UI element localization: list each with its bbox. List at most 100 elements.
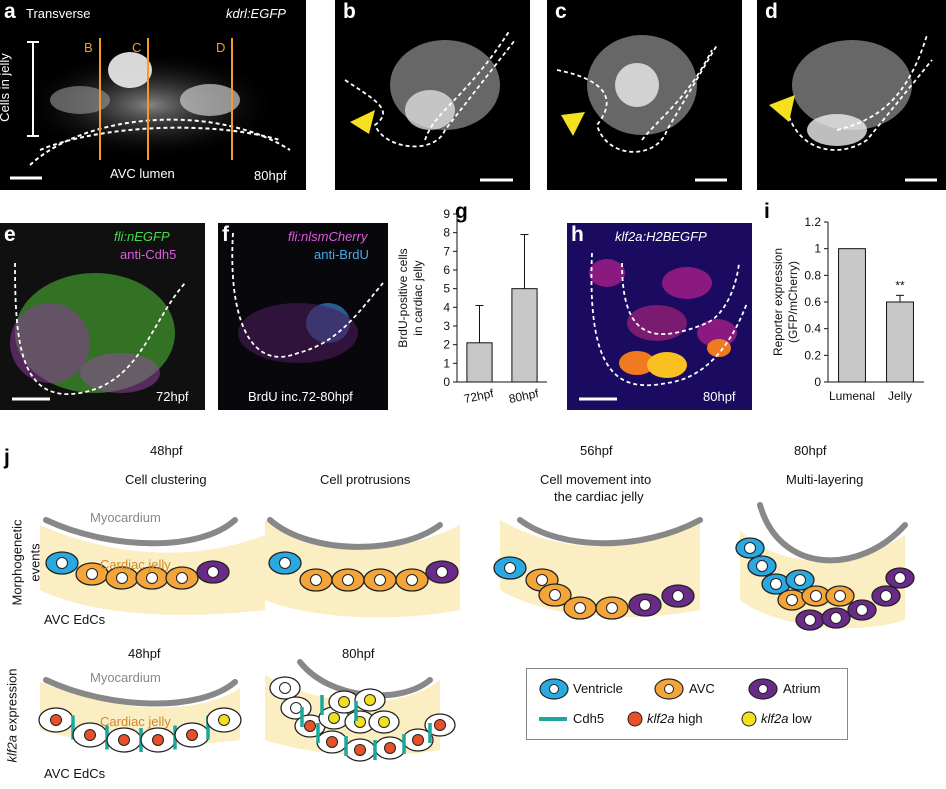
ventricle-cell-nucleus [504, 562, 516, 574]
ventricle-cell-nucleus [794, 574, 806, 586]
panel-i-letter: i [764, 200, 770, 223]
atrium-cell [196, 560, 230, 584]
atrium-cell-nucleus [207, 566, 219, 578]
x-tick-label: 80hpf [508, 386, 541, 406]
y-tick-label: 8 [443, 226, 450, 240]
avc-cell [595, 596, 629, 620]
legend-klf2a-low: klf2a low [761, 711, 812, 726]
avc-cell [538, 583, 572, 607]
atrium-cell-nucleus [804, 614, 816, 626]
x-tick-label: 72hpf [463, 386, 496, 406]
panel-f-caption: BrdU inc.72-80hpf [248, 389, 353, 404]
klf2a-cell [316, 730, 348, 754]
klf2a-cell [344, 738, 376, 762]
klf2a-cell-nucleus [279, 682, 291, 694]
y-tick-label: 1 [814, 242, 821, 256]
panel-f-overlay [231, 232, 384, 363]
avc-cell [135, 566, 169, 590]
panel-h-image: h klf2a:H2BEGFP 80hpf [567, 223, 752, 410]
atrium-cell-nucleus [856, 604, 868, 616]
atrium-cell [628, 593, 662, 617]
klf2a-cell-nucleus [118, 734, 130, 746]
avc-cell [563, 596, 597, 620]
panel-e-overlay [10, 262, 186, 401]
panel-e-line2: anti-Cdh5 [120, 247, 177, 262]
avc-cell [331, 568, 365, 592]
klf2a-cell-nucleus [364, 694, 376, 706]
y-tick-label: 0.4 [804, 322, 821, 336]
avc-cell-nucleus [176, 572, 188, 584]
atrium-cell-nucleus [639, 599, 651, 611]
panel-c-overlay [556, 35, 727, 182]
panel-b-image: b [335, 0, 530, 190]
avc-cell-nucleus [342, 574, 354, 586]
significance-annotation: ** [895, 278, 905, 292]
ventricle-cell-nucleus [279, 557, 291, 569]
bar-Jelly [886, 301, 914, 383]
panel-e-line1: fli:nEGFP [114, 229, 170, 244]
atrium-cell [871, 585, 901, 607]
y-axis-label: Reporter expression [771, 248, 785, 356]
panel-c-letter: c [555, 0, 567, 23]
legend-cdh5: Cdh5 [573, 711, 605, 726]
cut-label-b: B [84, 40, 93, 55]
ventricle-cell [268, 551, 302, 575]
stage-80hpf-top: 80hpf [794, 443, 827, 458]
avc-cell [299, 568, 333, 592]
klf2a-cell [174, 722, 210, 748]
avc-cell-nucleus [406, 574, 418, 586]
panel-h-overlay [579, 252, 748, 401]
ventricle-cell [493, 556, 527, 580]
avc-cell [777, 589, 807, 611]
legend-avc: AVC [689, 681, 715, 696]
y-tick-label: 0 [814, 375, 821, 389]
klf2a-cell [354, 688, 386, 712]
y-tick-label: 1 [443, 356, 450, 370]
y-axis-label: BrdU-positive cells [396, 248, 410, 347]
arrowhead-icon [769, 95, 795, 122]
atrium-cell [847, 599, 877, 621]
klf2a-cell-nucleus [50, 714, 62, 726]
y-tick-label: 0 [443, 375, 450, 389]
ventricle-cell [45, 551, 79, 575]
stage-48hpf-top: 48hpf [150, 443, 183, 458]
atrium-cell-nucleus [894, 572, 906, 584]
panel-a-letter: a [4, 0, 16, 23]
avc-cell-nucleus [574, 602, 586, 614]
panel-d-letter: d [765, 0, 778, 23]
panel-j-letter: j [4, 446, 10, 469]
panel-e-image: e fli:nEGFP anti-Cdh5 72hpf [0, 223, 205, 410]
avc-cell-nucleus [834, 590, 846, 602]
panel-h-stage: 80hpf [703, 389, 736, 404]
panel-e-letter: e [4, 223, 16, 246]
ventricle-cell-nucleus [744, 542, 756, 554]
y-tick-label: 3 [443, 319, 450, 333]
cardiac-jelly-label-top: Cardiac jelly [100, 557, 171, 572]
stage-48hpf-bottom: 48hpf [128, 646, 161, 661]
x-tick-label: Jelly [888, 389, 912, 403]
klf2a-cell [140, 727, 176, 753]
avc-cell-nucleus [86, 568, 98, 580]
event-cell-movement-1: Cell movement into [540, 472, 652, 487]
klf2a-cell-nucleus [186, 729, 198, 741]
legend-ventricle: Ventricle [573, 681, 623, 696]
y-tick-label: 0.6 [804, 295, 821, 309]
event-cell-movement-2: the cardiac jelly [554, 489, 644, 504]
y-tick-label: 0.8 [804, 268, 821, 282]
y-tick-label: 5 [443, 282, 450, 296]
panel-f-line1: fli:nlsmCherry [288, 229, 368, 244]
stage-80hpf-bottom: 80hpf [342, 646, 375, 661]
panel-c-image: c [547, 0, 742, 190]
klf2a-cell-nucleus [384, 742, 396, 754]
klf2a-cell [374, 736, 406, 760]
ventricle-cell [747, 555, 777, 577]
avc-cell [825, 585, 855, 607]
avc-cell [165, 566, 199, 590]
klf2a-cell [368, 710, 400, 734]
panel-f-image: f fli:nlsmCherry anti-BrdU BrdU inc.72-8… [218, 223, 388, 410]
ventricle-cell-nucleus [756, 560, 768, 572]
cut-label-d: D [216, 40, 226, 55]
atrium-cell [425, 560, 459, 584]
avc-edcs-label-bottom: AVC EdCs [44, 766, 106, 781]
